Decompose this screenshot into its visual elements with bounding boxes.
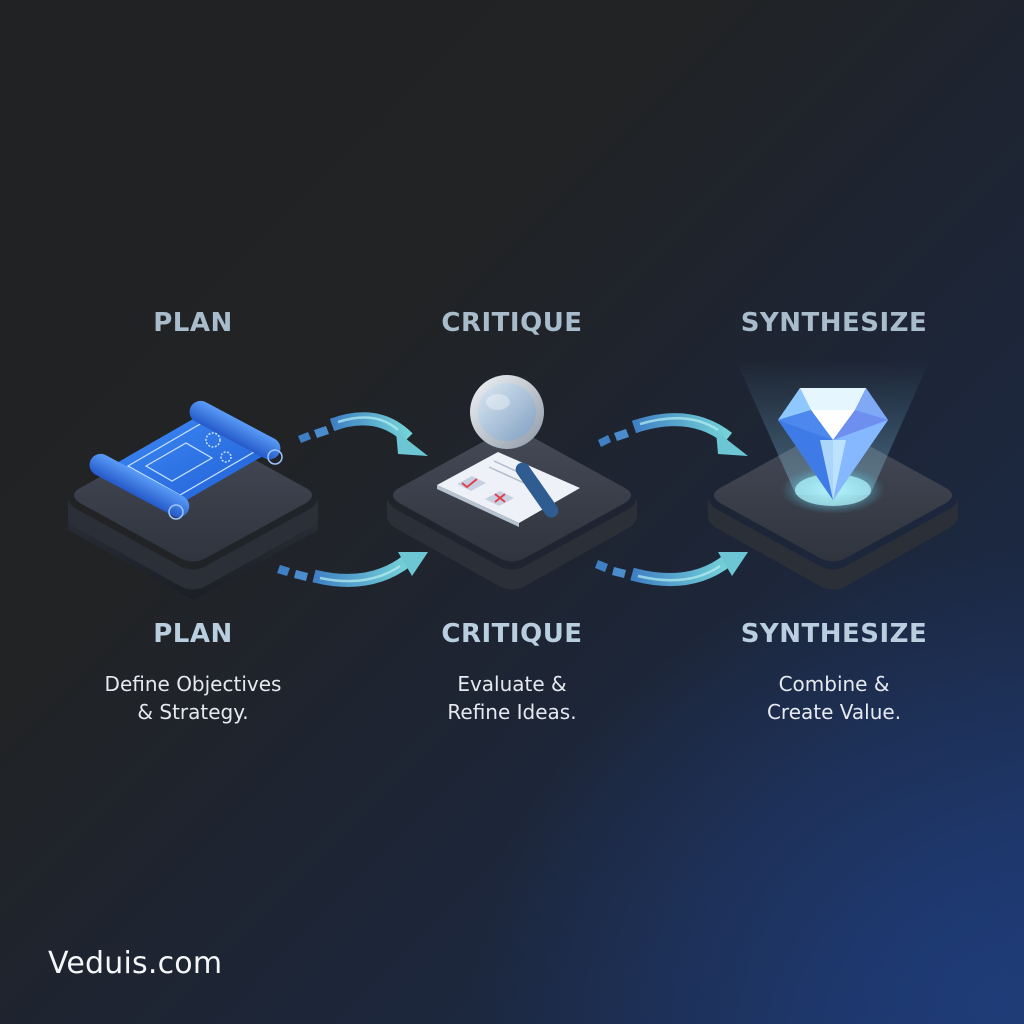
step-synthesize-title: SYNTHESIZE [740,619,928,649]
diamond-icon [736,360,930,514]
step-critique-title: CRITIQUE [441,619,583,649]
magnifier-checklist-icon [437,375,580,527]
blueprint-icon [89,400,283,520]
step-plan-title: PLAN [153,619,233,649]
step-synthesize-top-title: SYNTHESIZE [740,308,928,338]
step-critique-desc-line2: Refine Ideas. [447,700,577,724]
brand-footer: Veduis.com [48,946,223,981]
step-critique-desc-line1: Evaluate & [457,672,567,696]
step-critique-top-title: CRITIQUE [441,308,583,338]
step-synthesize-desc-line1: Combine & [778,672,890,696]
step-synthesize-description: Combine & Create Value. [684,670,984,726]
step-plan-desc-line2: & Strategy. [137,700,249,724]
step-plan-top-title: PLAN [153,308,233,338]
step-synthesize-desc-line2: Create Value. [766,700,902,724]
step-plan-description: Define Objectives & Strategy. [43,670,343,726]
step-critique-description: Evaluate & Refine Ideas. [362,670,662,726]
connector-critique-to-synthesize [595,413,748,587]
connector-plan-to-critique [277,412,428,587]
step-plan-desc-line1: Define Objectives [104,672,282,696]
